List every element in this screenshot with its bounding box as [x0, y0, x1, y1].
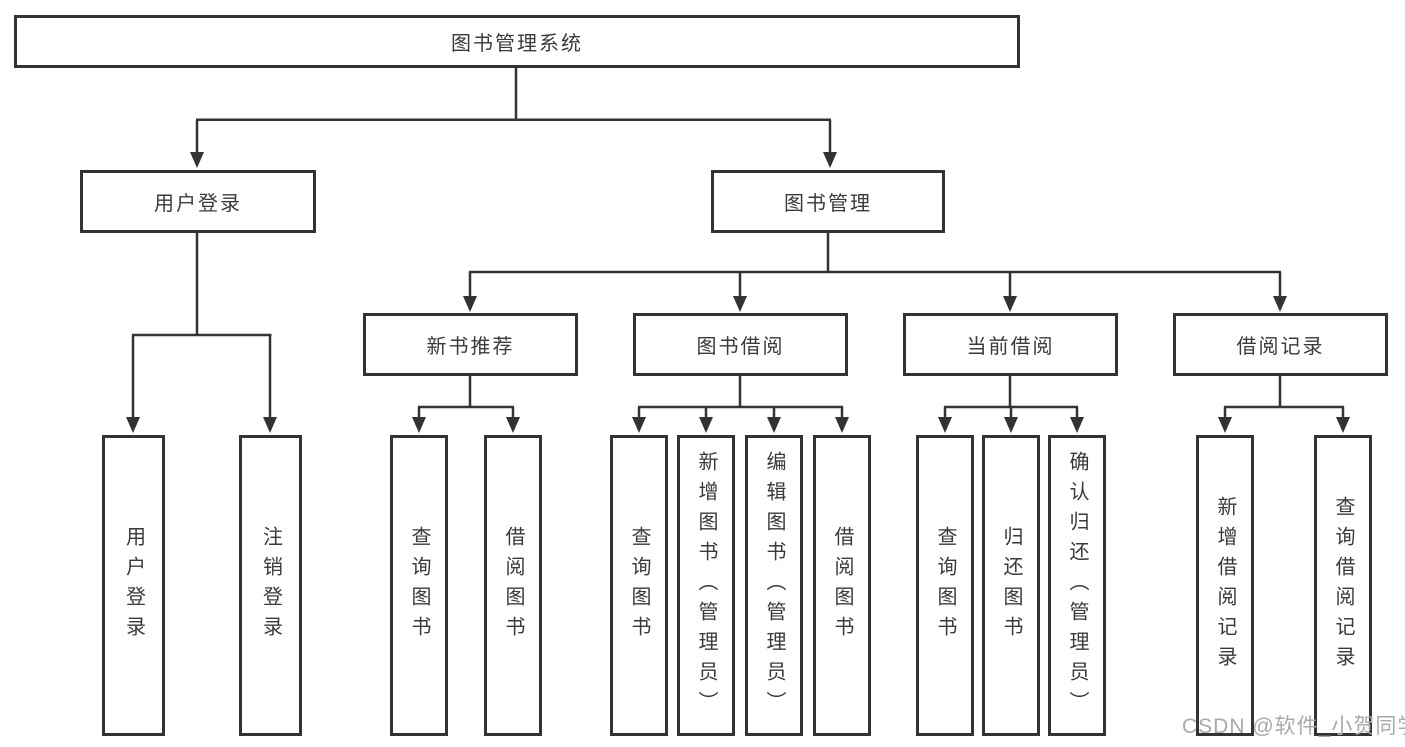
leaf-label: 注销登录 [259, 525, 282, 646]
node-label: 图书管理 [784, 193, 872, 215]
node-label: 用户登录 [154, 193, 242, 215]
node-user-login: 用户登录 [80, 170, 316, 233]
leaf-label: 新增借阅记录 [1214, 495, 1236, 676]
leaf-confirm-return-admin: 确认归还（管理员） [1048, 435, 1106, 736]
node-label: 图书管理系统 [451, 33, 583, 55]
node-borrowing-records: 借阅记录 [1173, 313, 1388, 376]
leaf-query-borrow-record: 查询借阅记录 [1314, 435, 1372, 736]
node-label: 新书推荐 [426, 336, 515, 358]
node-new-book-recommend: 新书推荐 [363, 313, 578, 376]
leaf-query-books: 查询图书 [916, 435, 974, 736]
leaf-add-borrow-record: 新增借阅记录 [1196, 435, 1254, 736]
node-label: 图书借阅 [696, 336, 785, 358]
node-root-library-system: 图书管理系统 [14, 15, 1020, 68]
node-label: 当前借阅 [966, 336, 1055, 358]
node-book-management: 图书管理 [711, 170, 945, 233]
leaf-label: 借阅图书 [502, 525, 524, 646]
leaf-label: 查询图书 [628, 525, 650, 646]
leaf-label: 查询图书 [408, 525, 430, 646]
node-book-borrowing: 图书借阅 [633, 313, 848, 376]
leaf-query-books: 查询图书 [610, 435, 668, 736]
node-current-borrowing: 当前借阅 [903, 313, 1118, 376]
leaf-user-login: 用户登录 [102, 435, 165, 736]
csdn-watermark: CSDN @软件_小贺同学 [1182, 715, 1405, 738]
leaf-label: 查询图书 [934, 525, 956, 646]
leaf-label: 编辑图书（管理员） [763, 450, 785, 721]
leaf-edit-books-admin: 编辑图书（管理员） [745, 435, 803, 736]
node-label: 借阅记录 [1236, 336, 1325, 358]
leaf-label: 用户登录 [122, 525, 145, 646]
leaf-logout: 注销登录 [239, 435, 302, 736]
leaf-query-books: 查询图书 [390, 435, 448, 736]
leaf-label: 借阅图书 [831, 525, 853, 646]
leaf-label: 归还图书 [1000, 525, 1022, 646]
leaf-return-books: 归还图书 [982, 435, 1040, 736]
leaf-add-books-admin: 新增图书（管理员） [677, 435, 735, 736]
leaf-borrow-books: 借阅图书 [484, 435, 542, 736]
leaf-label: 新增图书（管理员） [695, 450, 717, 721]
leaf-label: 查询借阅记录 [1332, 495, 1354, 676]
leaf-label: 确认归还（管理员） [1066, 450, 1088, 721]
leaf-borrow-books: 借阅图书 [813, 435, 871, 736]
